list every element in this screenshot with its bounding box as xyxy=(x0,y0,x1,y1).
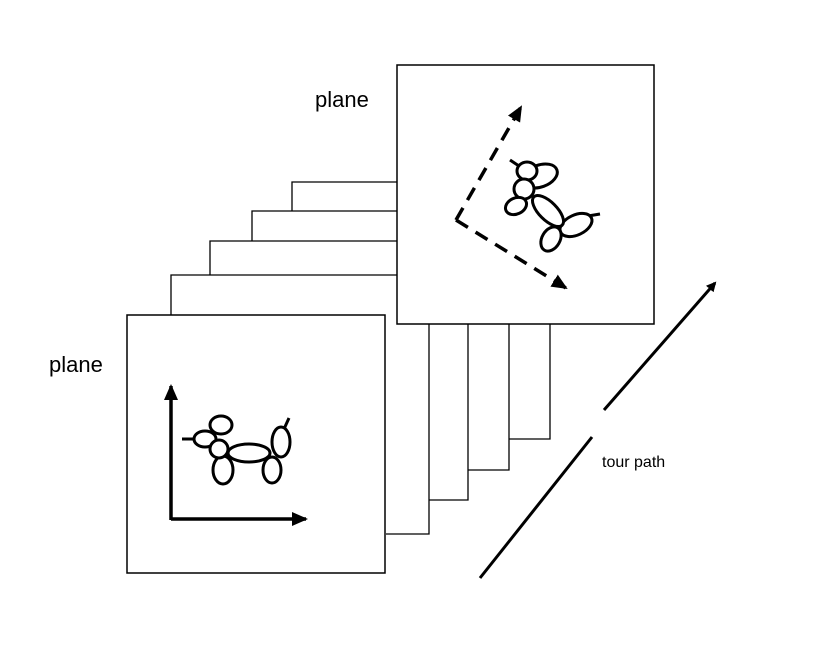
rotated-balloon-dog-icon xyxy=(503,158,601,253)
intermediate-plane-2-tail xyxy=(429,324,469,501)
intermediate-plane-1-tail xyxy=(386,324,430,535)
tour-path-arrow-upper xyxy=(602,281,717,411)
balloon-dog-icon xyxy=(182,414,292,486)
front-plane-axes xyxy=(164,384,308,526)
intermediate-plane-3 xyxy=(251,210,397,241)
intermediate-plane-4 xyxy=(291,181,397,211)
intermediate-plane-2 xyxy=(209,240,397,275)
back-plane-label: plane xyxy=(315,87,369,112)
intermediate-plane-3-tail xyxy=(468,324,510,471)
intermediate-plane-4-tail xyxy=(509,324,551,440)
tour-path-arrow-lower xyxy=(478,436,594,579)
tour-path-label: tour path xyxy=(602,454,665,471)
intermediate-plane-1 xyxy=(170,274,397,315)
tour-path xyxy=(478,281,717,579)
intermediate-plane-edges xyxy=(170,181,551,535)
front-plane-label: plane xyxy=(49,352,103,377)
